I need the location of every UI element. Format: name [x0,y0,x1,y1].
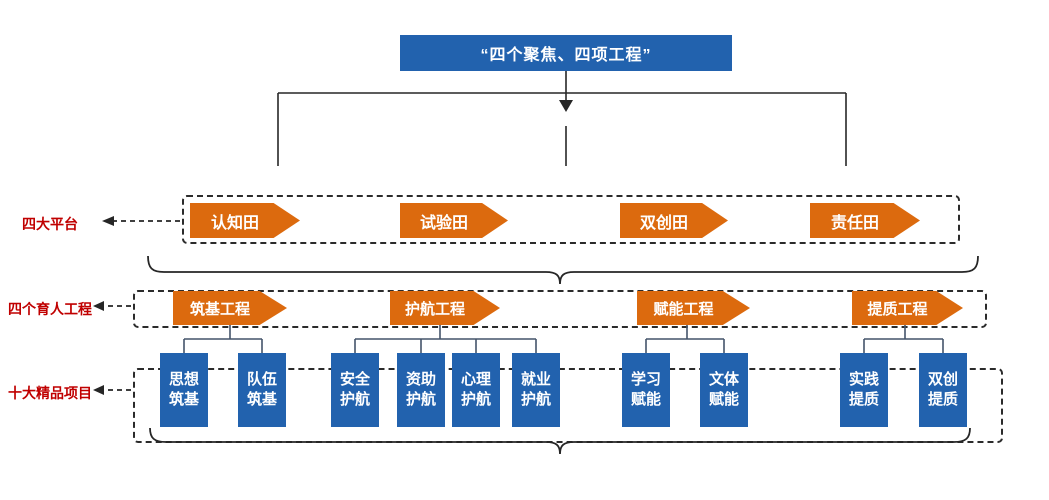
root-title-label: “四个聚焦、四项工程” [480,47,652,64]
platforms-group-outline [182,195,960,244]
top-connector-lines [277,70,847,166]
platform-shiyantian: 试验田 [400,203,508,238]
project-program-connectors [183,325,944,353]
program-sixiang-zhuji: 思想 筑基 [160,353,208,427]
side-label-platforms: 四大平台 [22,216,78,232]
program-zizhu-huhang: 资助 护航 [397,353,445,427]
root-title-box: “四个聚焦、四项工程” [400,35,732,71]
left-arrowhead-icon [93,385,104,395]
upper-curly-brace [147,255,979,285]
program-xinli-huhang: 心理 护航 [452,353,500,427]
platform-zerentian: 责任田 [810,203,920,238]
program-anquan-huhang: 安全 护航 [331,353,379,427]
side-label-projects: 四个育人工程 [8,301,92,317]
program-shuangchuang-tizhi: 双创 提质 [919,353,967,427]
program-jiuye-huhang: 就业 护航 [512,353,560,427]
program-wenti-funeng: 文体 赋能 [700,353,748,427]
project-funeng: 赋能工程 [637,291,750,325]
platform-shuangchuangtian: 双创田 [620,203,728,238]
platform-renzhitian: 认知田 [190,203,300,238]
program-xuexi-funeng: 学习 赋能 [622,353,670,427]
left-arrowhead-icon [102,216,114,226]
side-label-programs: 十大精品项目 [8,385,92,401]
project-tizhi: 提质工程 [852,291,963,325]
left-arrowhead-icon [93,301,104,311]
down-arrowhead-icon [559,100,573,112]
program-shijian-tizhi: 实践 提质 [840,353,888,427]
project-huhang: 护航工程 [390,291,500,325]
project-zhuji: 筑基工程 [173,291,287,325]
program-duiwu-zhuji: 队伍 筑基 [238,353,286,427]
projects-group-outline [133,290,987,328]
